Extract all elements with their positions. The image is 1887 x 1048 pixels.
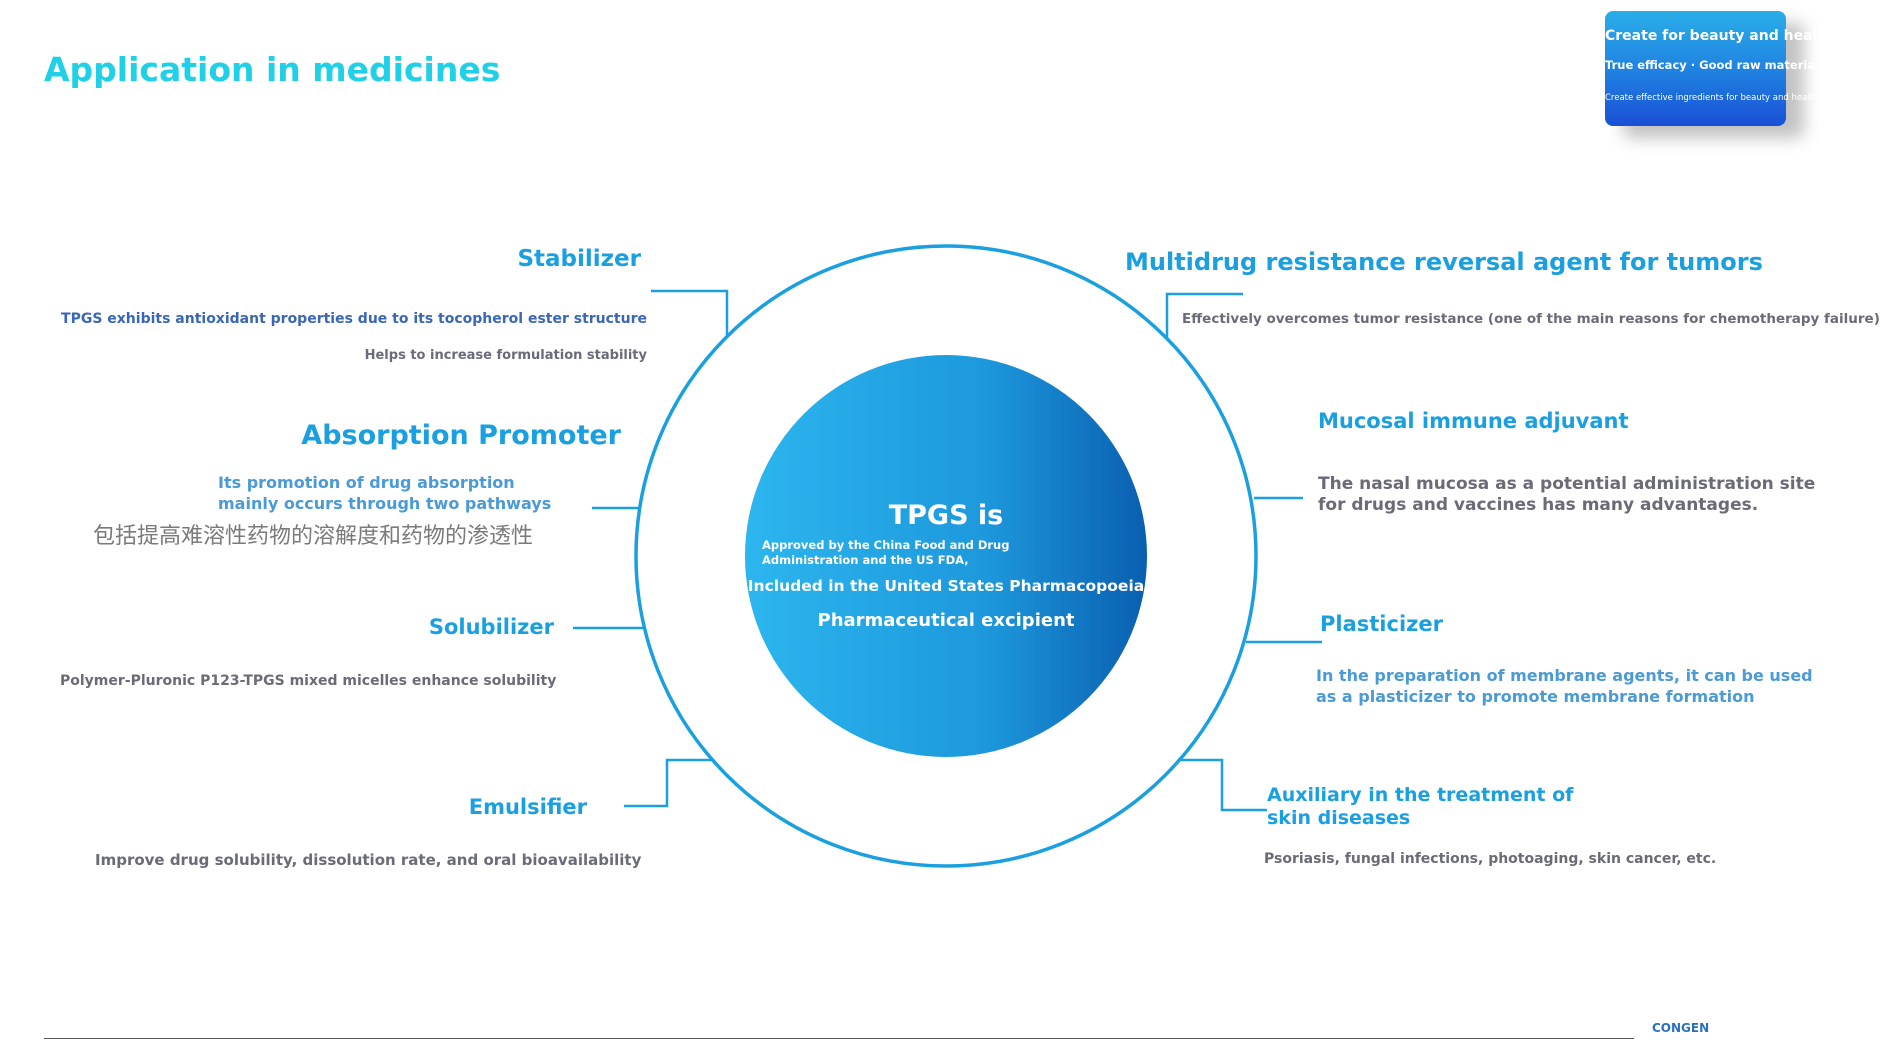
multidrug-desc: Effectively overcomes tumor resistance (… xyxy=(1182,311,1880,327)
skin-desc: Psoriasis, fungal infections, photoaging… xyxy=(1264,851,1717,867)
page-title: Application in medicines xyxy=(44,50,501,89)
plasticizer-heading: Plasticizer xyxy=(1320,612,1443,636)
connector-skin xyxy=(1181,758,1267,812)
center-circle xyxy=(745,355,1147,757)
emulsifier-heading: Emulsifier xyxy=(468,795,587,819)
connector-stabilizer xyxy=(651,289,729,336)
footer-brand: CONGEN xyxy=(1652,1021,1710,1035)
center-included-text: Included in the United States Pharmacopo… xyxy=(747,577,1145,595)
absorption-desc-1: Its promotion of drug absorption mainly … xyxy=(218,473,552,513)
solubilizer-desc: Polymer-Pluronic P123-TPGS mixed micelle… xyxy=(60,673,557,689)
skin-heading: Auxiliary in the treatment of skin disea… xyxy=(1267,784,1574,829)
mucosal-heading: Mucosal immune adjuvant xyxy=(1318,409,1629,433)
emulsifier-desc: Improve drug solubility, dissolution rat… xyxy=(95,851,642,869)
stabilizer-heading: Stabilizer xyxy=(517,246,641,272)
stabilizer-desc-1: TPGS exhibits antioxidant properties due… xyxy=(61,311,647,327)
multidrug-heading: Multidrug resistance reversal agent for … xyxy=(1125,248,1763,276)
center-title: TPGS is xyxy=(888,500,1004,531)
brand-card-line1: Create for beauty and health xyxy=(1605,28,1834,44)
outer-ring xyxy=(634,244,1258,868)
brand-card-line2: True efficacy · Good raw materials xyxy=(1605,58,1826,72)
center-approved-text: Approved by the China Food and Drug Admi… xyxy=(762,538,1010,567)
connector-multidrug xyxy=(1165,292,1243,338)
center-excipient-text: Pharmaceutical excipient xyxy=(817,610,1075,631)
solubilizer-heading: Solubilizer xyxy=(428,615,554,639)
absorption-desc-2: 包括提高难溶性药物的溶解度和药物的渗透性 xyxy=(93,524,534,549)
footer-divider xyxy=(44,1038,1634,1039)
stabilizer-desc-2: Helps to increase formulation stability xyxy=(364,348,647,363)
plasticizer-desc: In the preparation of membrane agents, i… xyxy=(1316,666,1813,706)
mucosal-desc: The nasal mucosa as a potential administ… xyxy=(1318,474,1816,515)
connector-emulsifier xyxy=(624,758,712,808)
brand-card-line3: Create effective ingredients for beauty … xyxy=(1605,93,1819,103)
absorption-heading: Absorption Promoter xyxy=(301,420,621,451)
brand-card: Create for beauty and health True effica… xyxy=(1605,11,1834,126)
